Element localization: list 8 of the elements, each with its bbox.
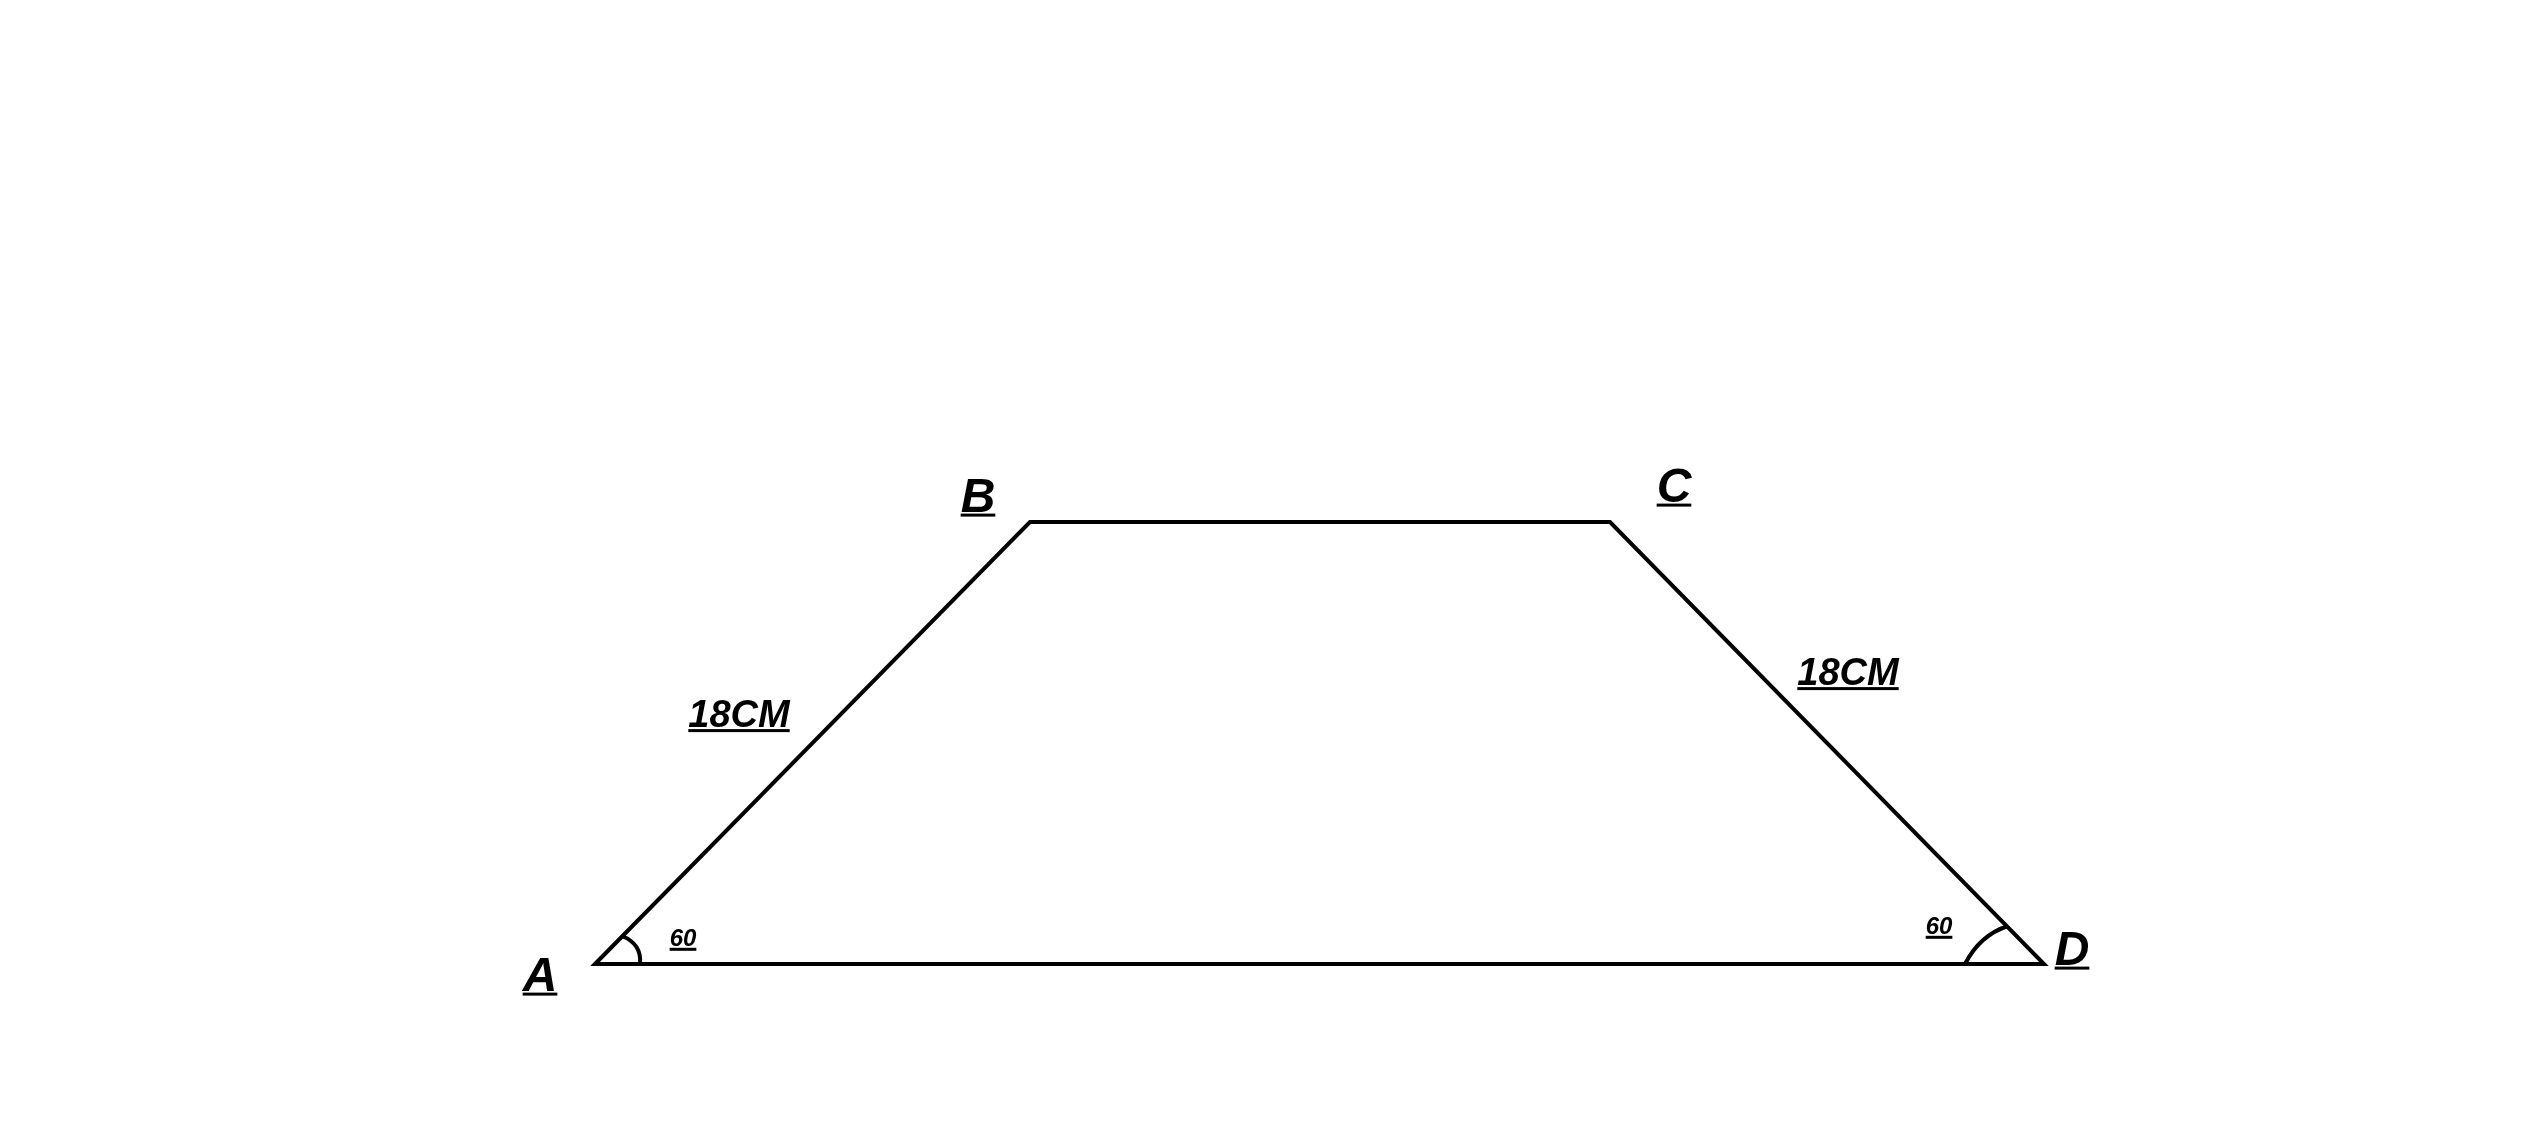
vertex-label: B bbox=[960, 469, 996, 523]
side-length-label: 18CM bbox=[688, 694, 790, 736]
vertex-label: D bbox=[2054, 922, 2090, 976]
vertex-label: A bbox=[522, 948, 558, 1002]
vertex-label: C bbox=[1656, 459, 1692, 513]
angle-label: 60 bbox=[669, 924, 697, 952]
angle-label: 60 bbox=[1925, 912, 1953, 940]
side-length-label: 18CM bbox=[1797, 652, 1899, 694]
